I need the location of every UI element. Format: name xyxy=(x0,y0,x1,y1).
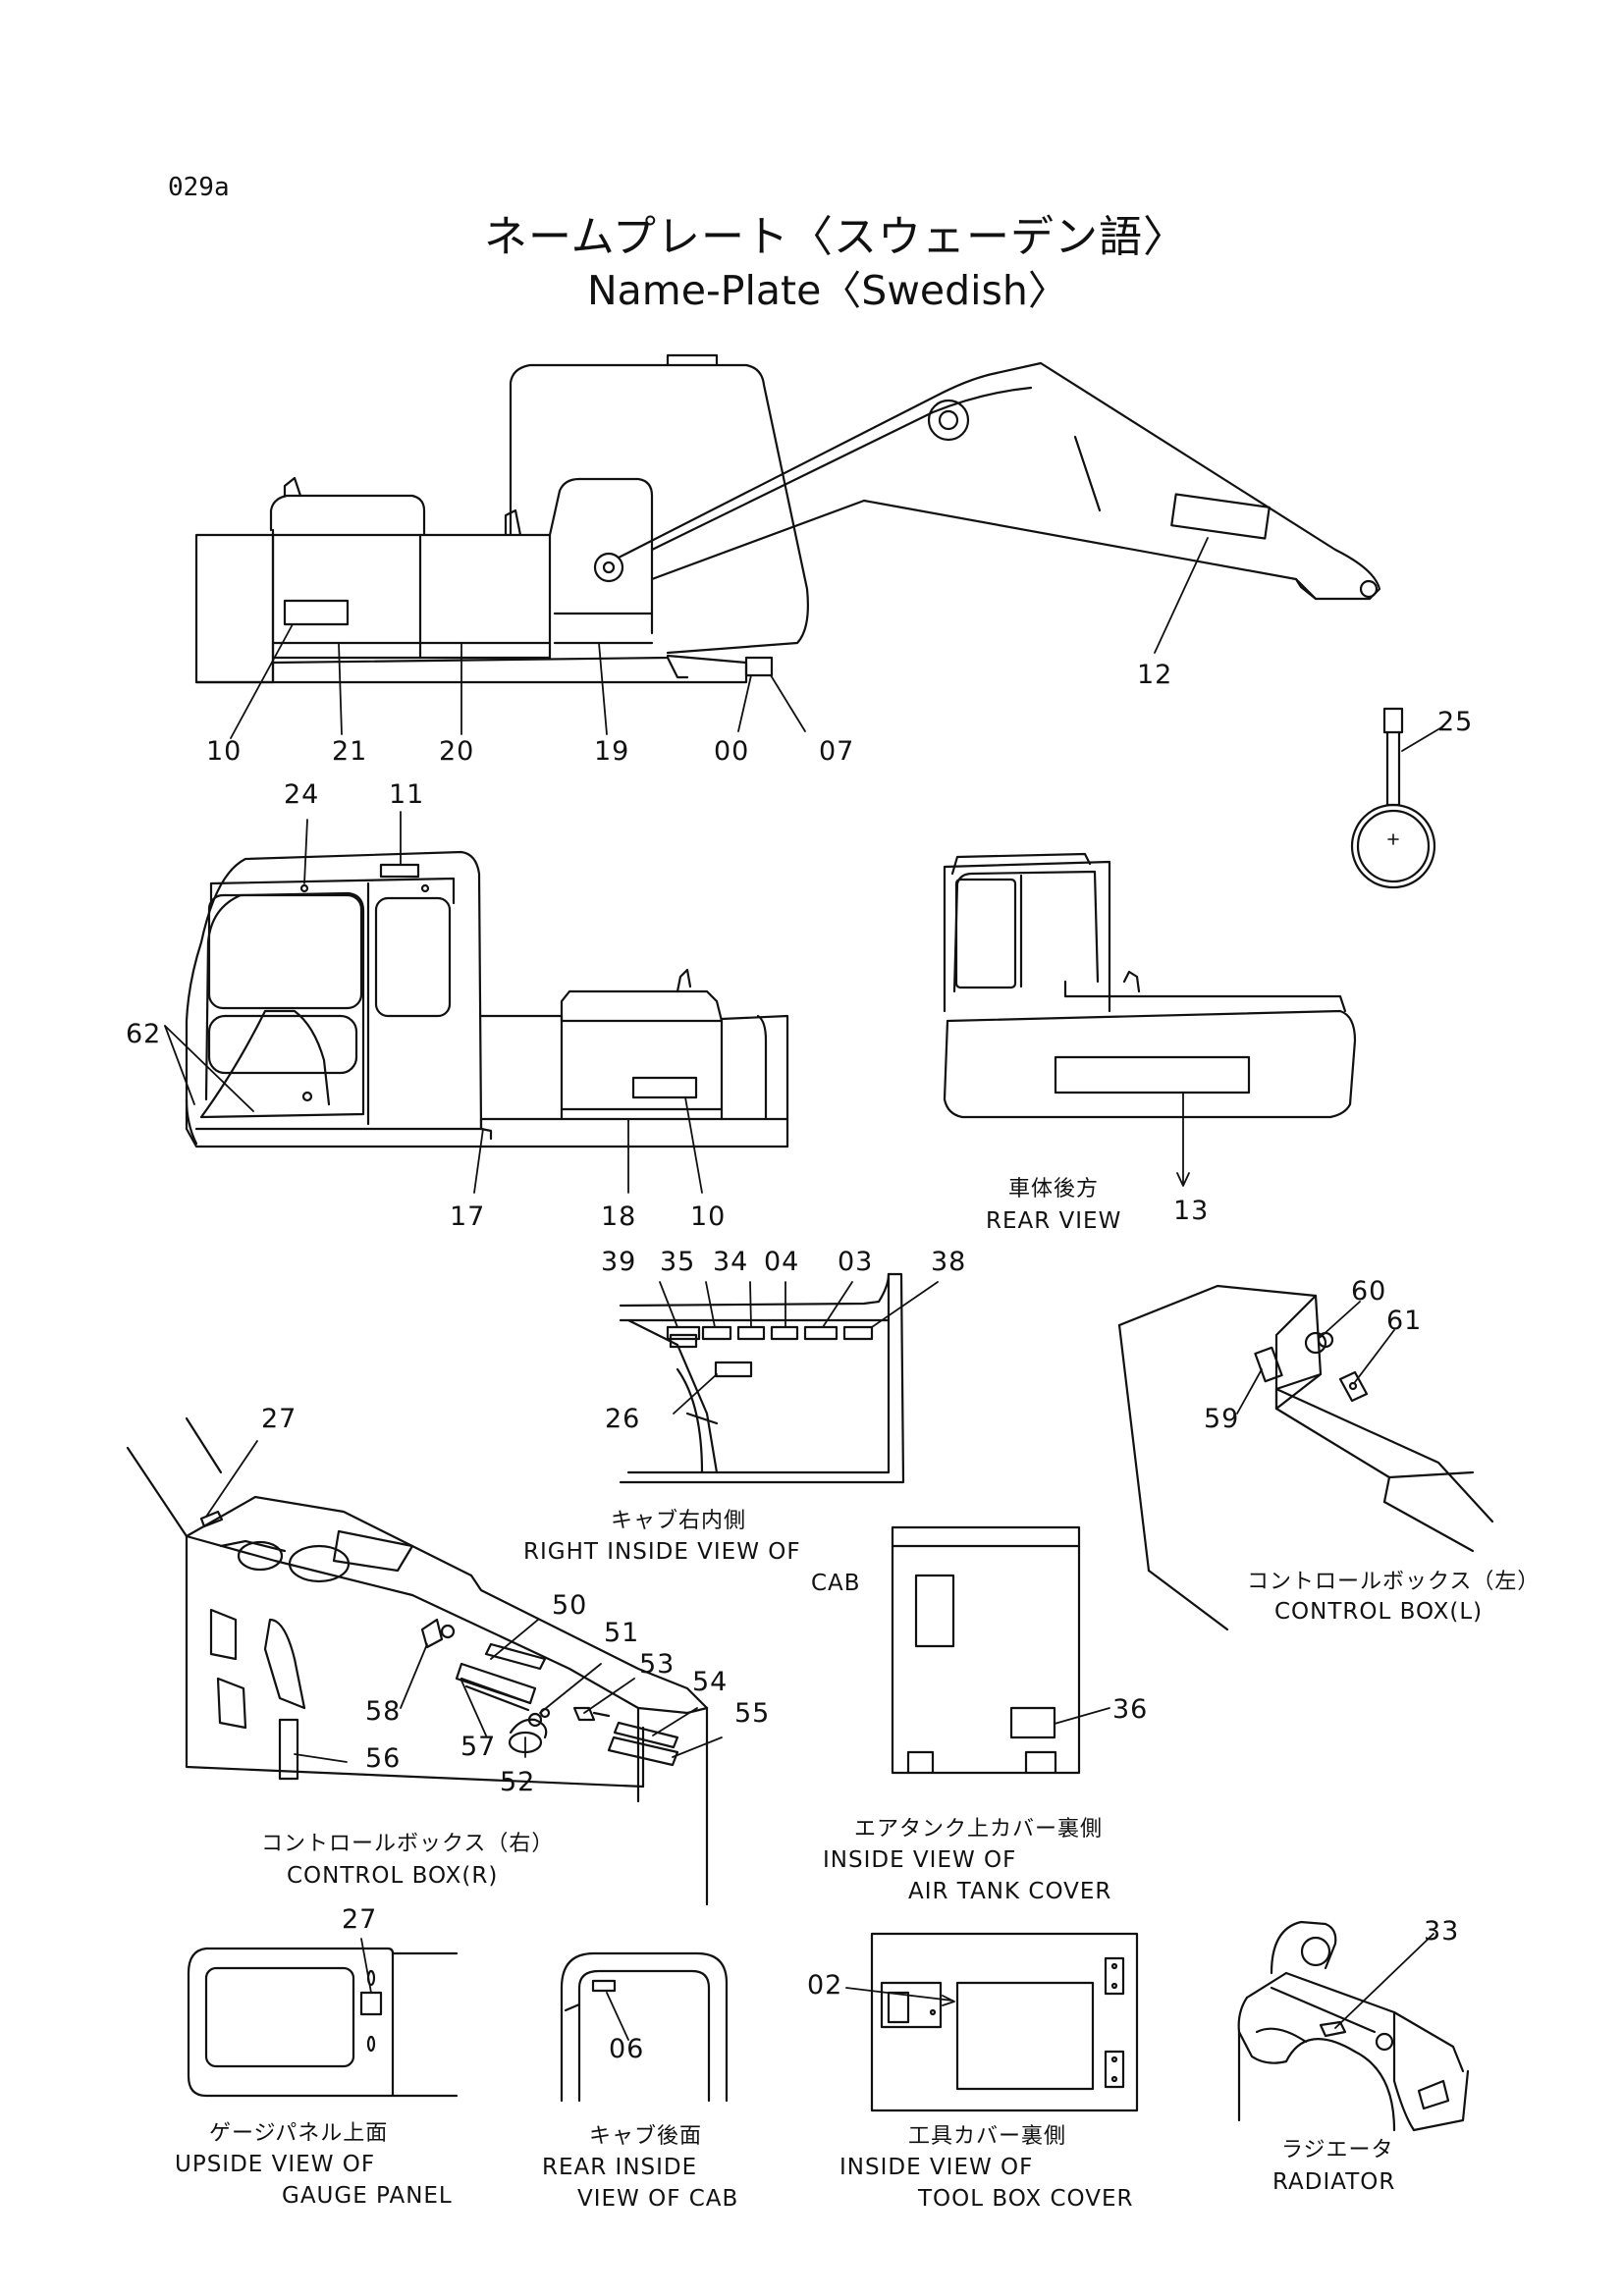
control-box-left-drawing xyxy=(1117,1284,1494,1631)
callout-07: 07 xyxy=(819,736,855,767)
caption-air-tank-en-2: AIR TANK COVER xyxy=(908,1879,1112,1904)
callout-59: 59 xyxy=(1204,1404,1240,1434)
callout-27: 27 xyxy=(261,1404,298,1434)
caption-air-tank-en-1: INSIDE VIEW OF xyxy=(823,1847,1017,1873)
cab-right-inside-drawing xyxy=(619,1272,939,1484)
cab-rear-inside-drawing xyxy=(560,1951,729,2103)
title-japanese: ネームプレート〈スウェーデン語〉 xyxy=(484,212,1188,262)
callout-55: 55 xyxy=(734,1698,771,1729)
caption-rear-en: REAR VIEW xyxy=(986,1208,1122,1234)
callout-54: 54 xyxy=(692,1667,729,1697)
callout-56: 56 xyxy=(365,1743,402,1774)
document-code: 029a xyxy=(168,173,230,202)
callout-53: 53 xyxy=(639,1649,676,1680)
caption-air-tank-jp: エアタンク上カバー裏側 xyxy=(854,1817,1104,1842)
callout-12: 12 xyxy=(1137,660,1173,690)
callout-50: 50 xyxy=(552,1590,588,1621)
caption-cab-right-jp: キャブ右内側 xyxy=(611,1509,747,1533)
caption-radiator-en: RADIATOR xyxy=(1272,2169,1396,2195)
callout-57: 57 xyxy=(460,1732,497,1762)
air-tank-cover-drawing xyxy=(891,1525,1110,1775)
control-box-right-drawing xyxy=(126,1416,723,1906)
callout-18: 18 xyxy=(601,1201,637,1232)
tool-box-cover-drawing xyxy=(845,1932,1139,2112)
caption-control-box-l-jp: コントロールボックス（左） xyxy=(1247,1570,1541,1594)
caption-gauge-panel-en-1: UPSIDE VIEW OF xyxy=(175,2152,376,2177)
callout-39: 39 xyxy=(601,1247,637,1277)
caption-control-box-r-jp: コントロールボックス（右） xyxy=(261,1832,555,1856)
callout-17: 17 xyxy=(450,1201,486,1232)
callout-24: 24 xyxy=(284,779,320,810)
callout-52: 52 xyxy=(500,1767,536,1797)
callout-26: 26 xyxy=(605,1404,641,1434)
caption-gauge-panel-en-2: GAUGE PANEL xyxy=(282,2183,453,2209)
callout-60: 60 xyxy=(1351,1276,1387,1307)
caption-cab-right-en-2: CAB xyxy=(811,1571,861,1596)
callout-25: 25 xyxy=(1437,707,1474,737)
callout-10b: 10 xyxy=(690,1201,727,1232)
callout-00: 00 xyxy=(714,736,750,767)
callout-11: 11 xyxy=(389,779,425,810)
callout-27b: 27 xyxy=(342,1904,378,1935)
excavator-rear-view-drawing xyxy=(943,852,1357,1187)
callout-06: 06 xyxy=(609,2034,645,2064)
caption-rear-jp: 車体後方 xyxy=(1008,1177,1100,1201)
callout-35: 35 xyxy=(660,1247,696,1277)
callout-58: 58 xyxy=(365,1696,402,1727)
caption-rear-cab-en-1: REAR INSIDE xyxy=(542,2155,698,2180)
callout-62: 62 xyxy=(126,1019,162,1049)
caption-tool-box-jp: 工具カバー裏側 xyxy=(908,2124,1067,2149)
caption-tool-box-en-2: TOOL BOX COVER xyxy=(918,2186,1134,2212)
gauge-panel-drawing xyxy=(187,1938,459,2098)
caption-gauge-panel-jp: ゲージパネル上面 xyxy=(209,2121,389,2146)
callout-10: 10 xyxy=(206,736,243,767)
callout-04: 04 xyxy=(764,1247,800,1277)
caption-rear-cab-jp: キャブ後面 xyxy=(589,2124,703,2149)
callout-34: 34 xyxy=(713,1247,749,1277)
callout-61: 61 xyxy=(1386,1306,1423,1336)
callout-02: 02 xyxy=(807,1970,843,2001)
title-english: Name-Plate〈Swedish〉 xyxy=(587,267,1068,314)
caption-cab-right-en-1: RIGHT INSIDE VIEW OF xyxy=(523,1539,801,1565)
caption-rear-cab-en-2: VIEW OF CAB xyxy=(577,2186,739,2212)
excavator-left-side-drawing xyxy=(194,353,1381,739)
callout-19: 19 xyxy=(594,736,630,767)
ring-part-drawing xyxy=(1350,707,1444,889)
caption-tool-box-en-1: INSIDE VIEW OF xyxy=(839,2155,1034,2180)
callout-21: 21 xyxy=(332,736,368,767)
callout-36: 36 xyxy=(1112,1694,1149,1725)
caption-radiator-jp: ラジエータ xyxy=(1281,2138,1394,2163)
caption-control-box-r-en: CONTROL BOX(R) xyxy=(287,1863,499,1889)
callout-13: 13 xyxy=(1173,1196,1210,1226)
callout-38: 38 xyxy=(931,1247,967,1277)
callout-20: 20 xyxy=(439,736,475,767)
callout-51: 51 xyxy=(604,1618,640,1648)
caption-control-box-l-en: CONTROL BOX(L) xyxy=(1274,1599,1484,1625)
radiator-drawing xyxy=(1237,1920,1470,2132)
callout-03: 03 xyxy=(838,1247,874,1277)
excavator-right-side-drawing xyxy=(164,811,789,1194)
callout-33: 33 xyxy=(1424,1916,1460,1947)
